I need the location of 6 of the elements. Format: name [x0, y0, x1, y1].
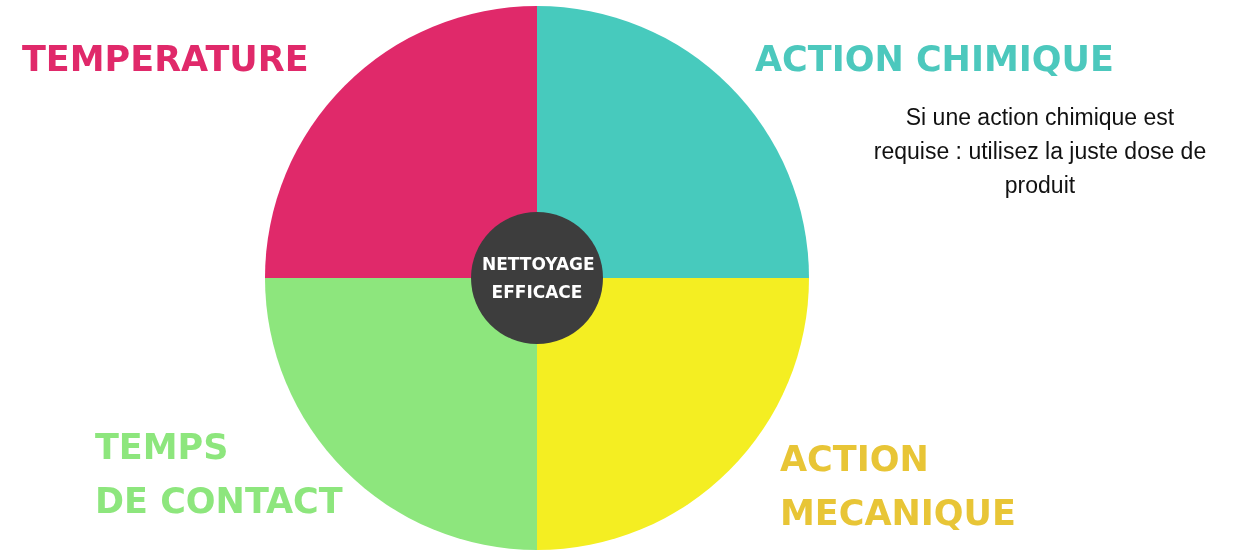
segment-heading: ACTION MECANIQUE — [780, 438, 1016, 535]
segment-heading: ACTION CHIMIQUE — [755, 38, 1114, 81]
center-label: NETTOYAGE EFFICACE — [482, 253, 592, 304]
segment-heading: TEMPERATURE — [22, 38, 309, 81]
segment-heading: TEMPS DE CONTACT — [95, 426, 343, 523]
description-text: Si une action chimique est requise : utilisez la juste dose de produit — [872, 103, 1208, 200]
